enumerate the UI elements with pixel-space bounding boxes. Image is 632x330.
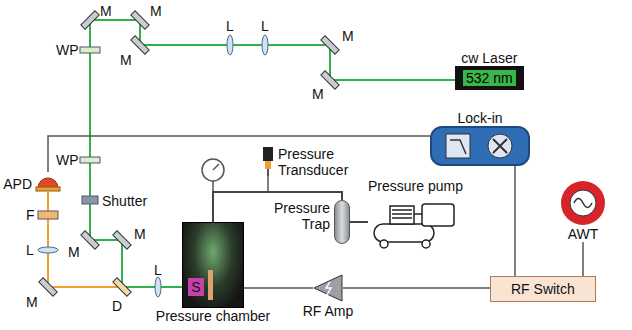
signal-wire (514, 166, 516, 276)
pump-icon (370, 194, 460, 249)
part-label: D (112, 298, 122, 314)
apd-node: APD (3, 172, 61, 192)
switch-node: RF Switch (490, 276, 596, 302)
awt-node: AWT (560, 180, 606, 242)
trap-node: Pressure Trap (270, 200, 350, 244)
part-label: M (26, 294, 38, 310)
signal-wire (48, 136, 430, 172)
part-label: L (154, 262, 162, 278)
part-label: L (261, 18, 269, 34)
transducer-label: Pressure Transducer (278, 146, 358, 178)
chamber-label: Pressure chamber (156, 308, 270, 324)
s-node: S (188, 278, 204, 296)
plates (38, 47, 100, 219)
trap-label: Pressure Trap (270, 200, 330, 232)
lockin-node: Lock-in (430, 110, 530, 166)
part-label: M (68, 244, 80, 260)
component-label: Shutter (102, 193, 147, 209)
part-label: M (100, 3, 112, 19)
laser-label: cw Laser (461, 50, 517, 66)
part-label: WP (56, 152, 79, 168)
amp-label: RF Amp (303, 303, 354, 319)
awt-label: AWT (568, 226, 599, 242)
signal-wire (582, 242, 584, 276)
pump-node: Pressure pump (368, 178, 463, 249)
part-label: F (26, 207, 35, 223)
laser-node: cw Laser 532 nm (455, 50, 524, 90)
signal-wire (343, 287, 490, 289)
sample-label: S (191, 279, 200, 295)
transducer-icon (262, 146, 274, 176)
sample-plate (208, 270, 213, 300)
wavelength-label: 532 nm (463, 70, 516, 86)
chamber-node: Pressure chamber S (148, 222, 278, 324)
amplifier-triangle (313, 273, 343, 303)
part-label: M (342, 28, 354, 44)
part-label: M (120, 52, 132, 68)
pump-label: Pressure pump (368, 178, 463, 194)
apd-label: APD (3, 176, 32, 192)
lockin-box (430, 126, 530, 166)
apd-detector (35, 172, 61, 192)
laser-body: 532 nm (455, 66, 524, 90)
part-label: M (134, 226, 146, 242)
part-label: L (26, 242, 34, 258)
part-label: L (226, 18, 234, 34)
part-label: M (150, 3, 162, 19)
trans-node: Pressure Transducer (262, 146, 358, 178)
lockin-label: Lock-in (457, 110, 502, 126)
amp-node: RF Amp (300, 273, 356, 319)
part-label: M (312, 86, 324, 102)
pressure-hose (350, 221, 368, 223)
awt-icon (560, 180, 606, 226)
switch-label: RF Switch (511, 281, 575, 297)
trap-cylinder (334, 200, 350, 244)
part-label: WP (56, 42, 79, 58)
gauge (202, 159, 268, 192)
laser-beam (90, 20, 455, 287)
